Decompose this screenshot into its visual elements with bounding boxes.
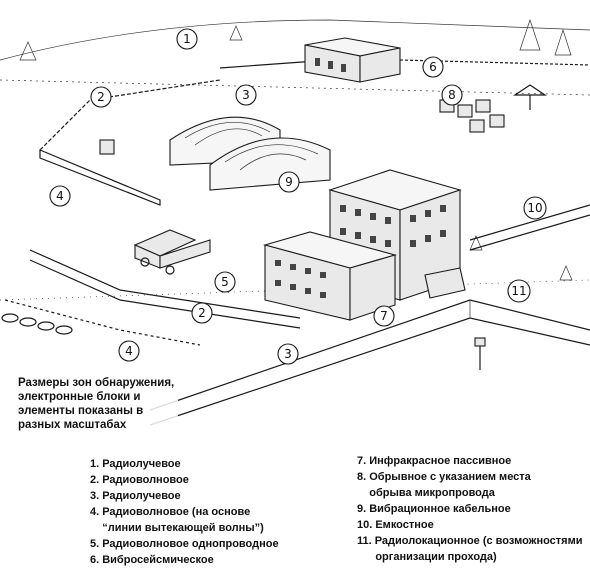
legend-item-8: 8. Обрывное с указанием места обрыва мик…: [357, 471, 531, 499]
callout-5: 5: [214, 271, 236, 293]
svg-text:5: 5: [221, 275, 229, 289]
parked-cars: [1, 313, 73, 335]
hangars: [169, 116, 331, 191]
callout-2b: 2: [191, 302, 213, 324]
main-building: [262, 169, 466, 321]
callout-3: 3: [235, 84, 257, 106]
svg-text:11: 11: [511, 284, 526, 298]
legend-item-11: 11. Радиолокационное (с возможностями ор…: [357, 535, 583, 563]
legend-item-4: 4. Радиоволновое (на основе “линии вытек…: [90, 506, 264, 534]
admin-building-top: [304, 37, 401, 83]
background-trees: [19, 18, 573, 281]
svg-text:4: 4: [125, 344, 133, 358]
legend-item-5: 5. Радиоволновое однопроводное: [90, 538, 279, 550]
callout-4b: 4: [118, 340, 140, 362]
svg-text:2: 2: [97, 90, 105, 104]
svg-text:7: 7: [380, 309, 388, 323]
legend-left: 1. Радиолучевое 2. Радиоволновое 3. Ради…: [90, 456, 330, 568]
legend-item-6: 6. Вибросейсмическое: [90, 554, 214, 566]
svg-text:4: 4: [56, 189, 64, 203]
callout-7: 7: [373, 305, 395, 327]
legend-item-2: 2. Радиоволновое: [90, 474, 189, 486]
svg-text:3: 3: [284, 347, 292, 361]
callout-9: 9: [278, 171, 300, 193]
callout-8: 8: [441, 84, 463, 106]
svg-text:3: 3: [242, 88, 250, 102]
callout-10: 10: [523, 196, 547, 220]
callout-4: 4: [49, 185, 71, 207]
svg-text:2: 2: [198, 306, 206, 320]
guard-booth: [99, 139, 115, 155]
callout-1: 1: [176, 28, 198, 50]
scale-note: Размеры зон обнаружения, электронные бло…: [18, 376, 178, 432]
svg-text:10: 10: [527, 201, 542, 215]
callout-3b: 3: [277, 343, 299, 365]
callout-6: 6: [422, 56, 444, 78]
svg-text:8: 8: [448, 88, 456, 102]
svg-text:9: 9: [285, 175, 293, 189]
legend-item-3: 3. Радиолучевое: [90, 490, 181, 502]
svg-text:6: 6: [429, 60, 437, 74]
road-sign: [474, 337, 486, 370]
callout-11: 11: [507, 279, 531, 303]
site-ground: [0, 19, 590, 426]
storage-crates: [439, 84, 547, 133]
legend-item-10: 10. Емкостное: [357, 519, 434, 531]
callout-2: 2: [90, 86, 112, 108]
trucks: [133, 229, 211, 275]
legend-item-9: 9. Вибрационное кабельное: [357, 503, 511, 515]
legend-right: 7. Инфракрасное пассивное 8. Обрывное с …: [357, 453, 590, 565]
svg-text:1: 1: [183, 32, 191, 46]
legend-item-7: 7. Инфракрасное пассивное: [357, 455, 512, 467]
callouts: 1 2 3 4 5 6 7 8 9 10 11 2 3 4: [49, 28, 547, 365]
legend-item-1: 1. Радиолучевое: [90, 458, 181, 470]
